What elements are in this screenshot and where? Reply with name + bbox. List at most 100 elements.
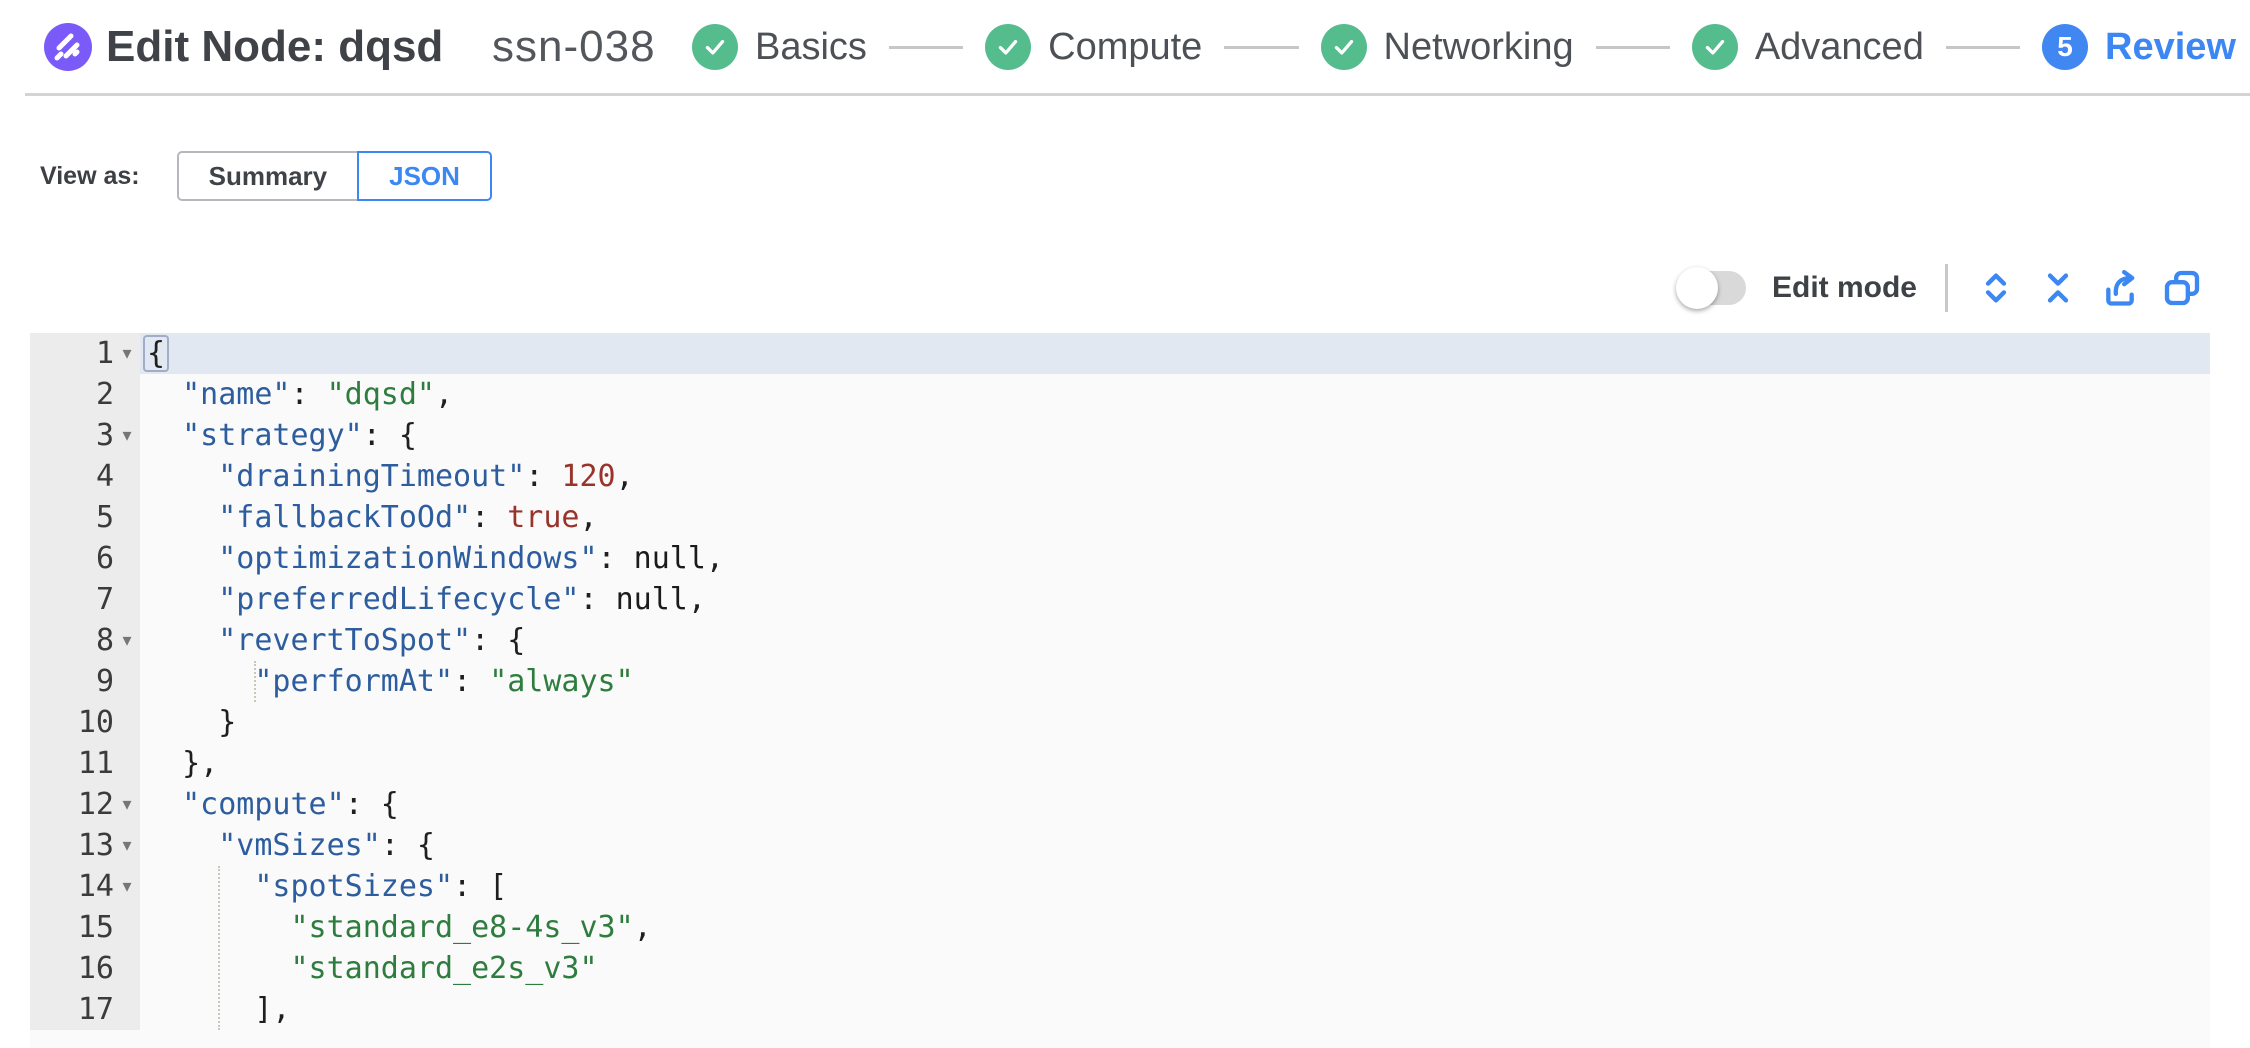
code-line[interactable]: "spotSizes": [ [254,869,508,904]
toolbar-divider [1945,264,1948,312]
gutter-cell: 15 [30,907,140,948]
step-connector [1945,45,2021,49]
line-number: 13 [77,828,114,863]
code-line[interactable]: "revertToSpot": { [218,623,526,658]
toolbar-icons [1976,268,2202,308]
step-label: Review [2105,25,2236,68]
editor-line: 13 ▾ "vmSizes": { [30,825,2210,866]
editor-line: 9 "performAt": "always" [30,661,2210,702]
wizard-stepper: Basics Compute Networking Advanced 5 Review [692,0,2236,94]
step-advanced[interactable]: Advanced [1691,24,1924,70]
code-line[interactable]: "name": "dqsd", [182,377,454,412]
fold-caret-icon[interactable]: ▾ [122,343,132,363]
line-number: 6 [95,541,114,576]
code-line[interactable]: }, [146,746,219,781]
line-number: 17 [77,992,114,1027]
copy-icon[interactable] [2162,268,2202,308]
code-line[interactable]: "vmSizes": { [218,828,435,863]
gutter-cell: 17 [30,989,140,1030]
gutter-cell: 11 [30,743,140,784]
gutter-cell: 8▾ [30,620,140,661]
step-connector [888,45,964,49]
fold-caret-icon[interactable]: ▾ [122,425,132,445]
gutter-cell: 7 [30,579,140,620]
fold-caret-icon[interactable]: ▾ [122,794,132,814]
step-label: Networking [1383,25,1574,68]
view-as-json-button[interactable]: JSON [357,151,492,201]
editor-line: 7 "preferredLifecycle": null, [30,579,2210,620]
code-line[interactable]: "optimizationWindows": null, [218,541,724,576]
export-icon[interactable] [2100,268,2140,308]
code-line[interactable]: "compute": { [182,787,399,822]
toggle-knob [1675,267,1718,309]
code-line[interactable]: "fallbackToOd": true, [218,500,598,535]
gutter-cell: 14▾ [30,866,140,907]
code-line[interactable]: } [146,705,237,740]
editor-line: 11 }, [30,743,2210,784]
code-line[interactable]: "drainingTimeout": 120, [218,459,634,494]
step-check-icon [985,24,1032,70]
node-id-subtitle: ssn-038 [492,22,654,71]
step-review[interactable]: 5 Review [2042,24,2236,70]
fold-caret-icon[interactable]: ▾ [122,835,132,855]
json-editor[interactable]: 1▾{2 "name": "dqsd",3▾ "strategy": {4 "d… [30,333,2210,1048]
gutter-cell: 4 [30,456,140,497]
editor-line: 6 "optimizationWindows": null, [30,538,2210,579]
code-line[interactable]: "performAt": "always" [254,664,634,699]
editor-line: 15 "standard_e8-4s_v3", [30,907,2210,948]
edit-mode-toggle[interactable] [1675,267,1746,309]
step-number-badge: 5 [2042,24,2089,70]
fold-caret-icon[interactable]: ▾ [122,630,132,650]
gutter-cell: 5 [30,497,140,538]
line-number: 5 [95,500,114,535]
code-line[interactable]: ], [146,992,291,1027]
editor-line: 16 "standard_e2s_v3" [30,948,2210,989]
line-number: 15 [77,910,114,945]
gutter-cell: 3▾ [30,415,140,456]
gutter-cell: 2 [30,374,140,415]
editor-line: 1 ▾ { [30,333,2210,374]
line-number: 16 [77,951,114,986]
view-as-label: View as: [40,161,140,190]
step-check-icon [692,24,738,70]
gutter-cell: 10 [30,702,140,743]
editor-line: 12 ▾ "compute": { [30,784,2210,825]
indent-guide [218,866,220,1030]
step-label: Basics [755,25,867,68]
line-number: 7 [95,582,114,617]
expand-all-icon[interactable] [1976,268,2016,308]
collapse-all-icon[interactable] [2038,268,2078,308]
spot-logo-icon [44,23,92,71]
line-number: 1 [95,336,114,371]
gutter-cell: 9 [30,661,140,702]
gutter-cell: 6 [30,538,140,579]
editor-line: 17 ], [30,989,2210,1030]
code-line[interactable]: "strategy": { [182,418,417,453]
gutter-cell: 16 [30,948,140,989]
code-line[interactable]: { [140,333,2210,374]
gutter-cell: 12 ▾ [30,784,140,825]
line-number: 9 [95,664,114,699]
editor-line: 2 "name": "dqsd", [30,374,2210,415]
line-number: 10 [77,705,114,740]
code-line[interactable]: "preferredLifecycle": null, [218,582,706,617]
view-as-summary-button[interactable]: Summary [176,151,360,201]
step-connector [1595,45,1670,49]
step-compute[interactable]: Compute [985,24,1202,70]
line-number: 3 [95,418,114,453]
edit-mode-label: Edit mode [1771,271,1917,304]
editor-line: 10 } [30,702,2210,743]
editor-line: 4 "drainingTimeout": 120, [30,456,2210,497]
fold-caret-icon[interactable]: ▾ [122,876,132,896]
indent-guide [254,661,256,702]
step-basics[interactable]: Basics [692,24,867,70]
line-number: 12 [77,787,114,822]
step-label: Compute [1048,25,1203,68]
code-line[interactable]: "standard_e8-4s_v3", [290,910,652,945]
line-number: 2 [95,377,114,412]
code-line[interactable]: "standard_e2s_v3" [290,951,598,986]
step-networking[interactable]: Networking [1320,24,1574,70]
